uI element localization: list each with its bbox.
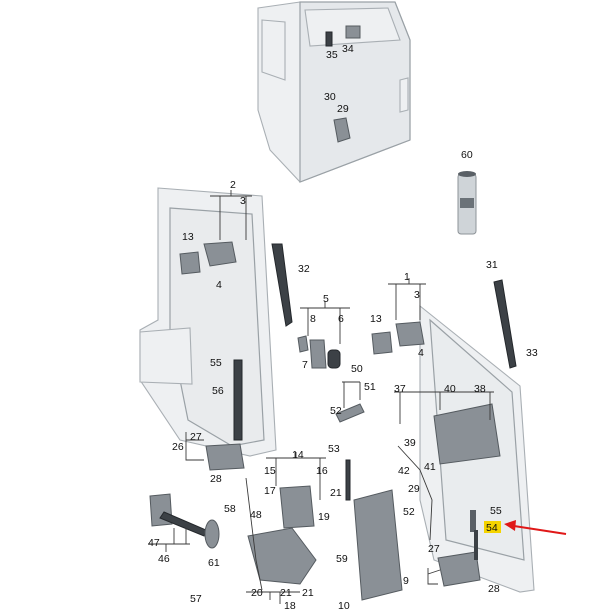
rod-53-shape [345, 459, 351, 501]
callout-47: 47 [148, 537, 160, 549]
callout-2: 2 [230, 179, 236, 191]
callout-27b: 27 [428, 543, 440, 555]
module-48-shape [279, 485, 315, 529]
lock-2-shape [203, 241, 237, 267]
middle-parts [297, 335, 403, 601]
callout-50: 50 [351, 363, 363, 375]
right-rear-door [371, 279, 535, 593]
callout-41: 41 [424, 461, 436, 473]
callout-42: 42 [398, 465, 410, 477]
callout-21: 21 [280, 587, 292, 599]
callout-4b: 4 [418, 347, 424, 359]
callout-29b: 29 [408, 483, 420, 495]
callout-18: 18 [284, 600, 296, 609]
callout-3: 3 [240, 195, 246, 207]
hinge-27b-shape [437, 551, 481, 587]
callout-40: 40 [444, 383, 456, 395]
bolt-46-shape [159, 511, 207, 537]
callout-28a: 28 [210, 473, 222, 485]
striker-34-shape [345, 25, 361, 39]
callout-14: 14 [292, 449, 304, 461]
strut-31-shape [493, 279, 517, 369]
callout-9: 9 [403, 575, 409, 587]
callout-8: 8 [310, 313, 316, 325]
callout-56: 56 [212, 385, 224, 397]
leader-lines [148, 190, 494, 604]
callout-26: 26 [172, 441, 184, 453]
callout-28b: 28 [488, 583, 500, 595]
handle-52-shape [335, 403, 365, 423]
callout-37: 37 [394, 383, 406, 395]
lock-plate-9-shape [353, 489, 403, 601]
hinge-26-shape [205, 443, 245, 471]
callout-59: 59 [336, 553, 348, 565]
callout-15: 15 [264, 465, 276, 477]
callout-30: 30 [324, 91, 336, 103]
callout-54: 54 [486, 522, 498, 534]
van-rear-body [257, 1, 411, 183]
highlight-54 [484, 521, 501, 533]
callout-20: 20 [251, 587, 263, 599]
bolt-35-shape [325, 31, 333, 47]
callout-33b: 33 [526, 347, 538, 359]
rod-56-shape [233, 359, 243, 441]
strut-32-shape [271, 243, 293, 327]
callout-19: 19 [318, 511, 330, 523]
callout-48: 48 [250, 509, 262, 521]
callout-1: 1 [404, 271, 410, 283]
callout-labels: 2 3 13 4 32 5 8 6 7 55 56 27 26 28 15 14… [148, 43, 538, 609]
callout-16: 16 [316, 465, 328, 477]
callout-55b: 55 [490, 505, 502, 517]
left-sliding-door [139, 187, 317, 591]
handle-13b-shape [371, 331, 393, 355]
callout-35: 35 [326, 49, 338, 61]
callout-21c: 21 [330, 487, 342, 499]
callout-4a: 4 [216, 279, 222, 291]
callout-31: 31 [486, 259, 498, 271]
callout-60: 60 [461, 149, 473, 161]
lock-1-shape [395, 321, 425, 347]
callout-17: 17 [264, 485, 276, 497]
rod-54-shape [474, 530, 478, 560]
callout-57: 57 [190, 593, 202, 605]
latch-29-shape [333, 117, 351, 143]
callout-10: 10 [338, 600, 350, 609]
red-pointer-arrow [504, 520, 567, 535]
spray-can-60 [457, 171, 477, 235]
callout-61: 61 [208, 557, 220, 569]
lock-actuator-59-shape [247, 527, 317, 585]
callout-3b: 3 [414, 289, 420, 301]
callout-38: 38 [474, 383, 486, 395]
callout-46: 46 [158, 553, 170, 565]
callout-52: 52 [330, 405, 342, 417]
washer-61-shape [204, 519, 220, 549]
callout-6: 6 [338, 313, 344, 325]
callout-51: 51 [364, 381, 376, 393]
callout-7: 7 [302, 359, 308, 371]
callout-32: 32 [298, 263, 310, 275]
callout-27a: 27 [190, 431, 202, 443]
lock-module-37-shape [433, 403, 501, 465]
callout-52b: 52 [403, 506, 415, 518]
callout-13a: 13 [182, 231, 194, 243]
stop-55b-shape [470, 510, 476, 532]
callout-13b: 13 [370, 313, 382, 325]
callout-33: 21 [302, 587, 314, 599]
callout-55a: 55 [210, 357, 222, 369]
callout-53: 53 [328, 443, 340, 455]
callout-5: 5 [323, 293, 329, 305]
callout-29: 29 [337, 103, 349, 115]
callout-58: 58 [224, 503, 236, 515]
handle-13-shape [179, 251, 201, 275]
callout-39: 39 [404, 437, 416, 449]
callout-34: 34 [342, 43, 354, 55]
